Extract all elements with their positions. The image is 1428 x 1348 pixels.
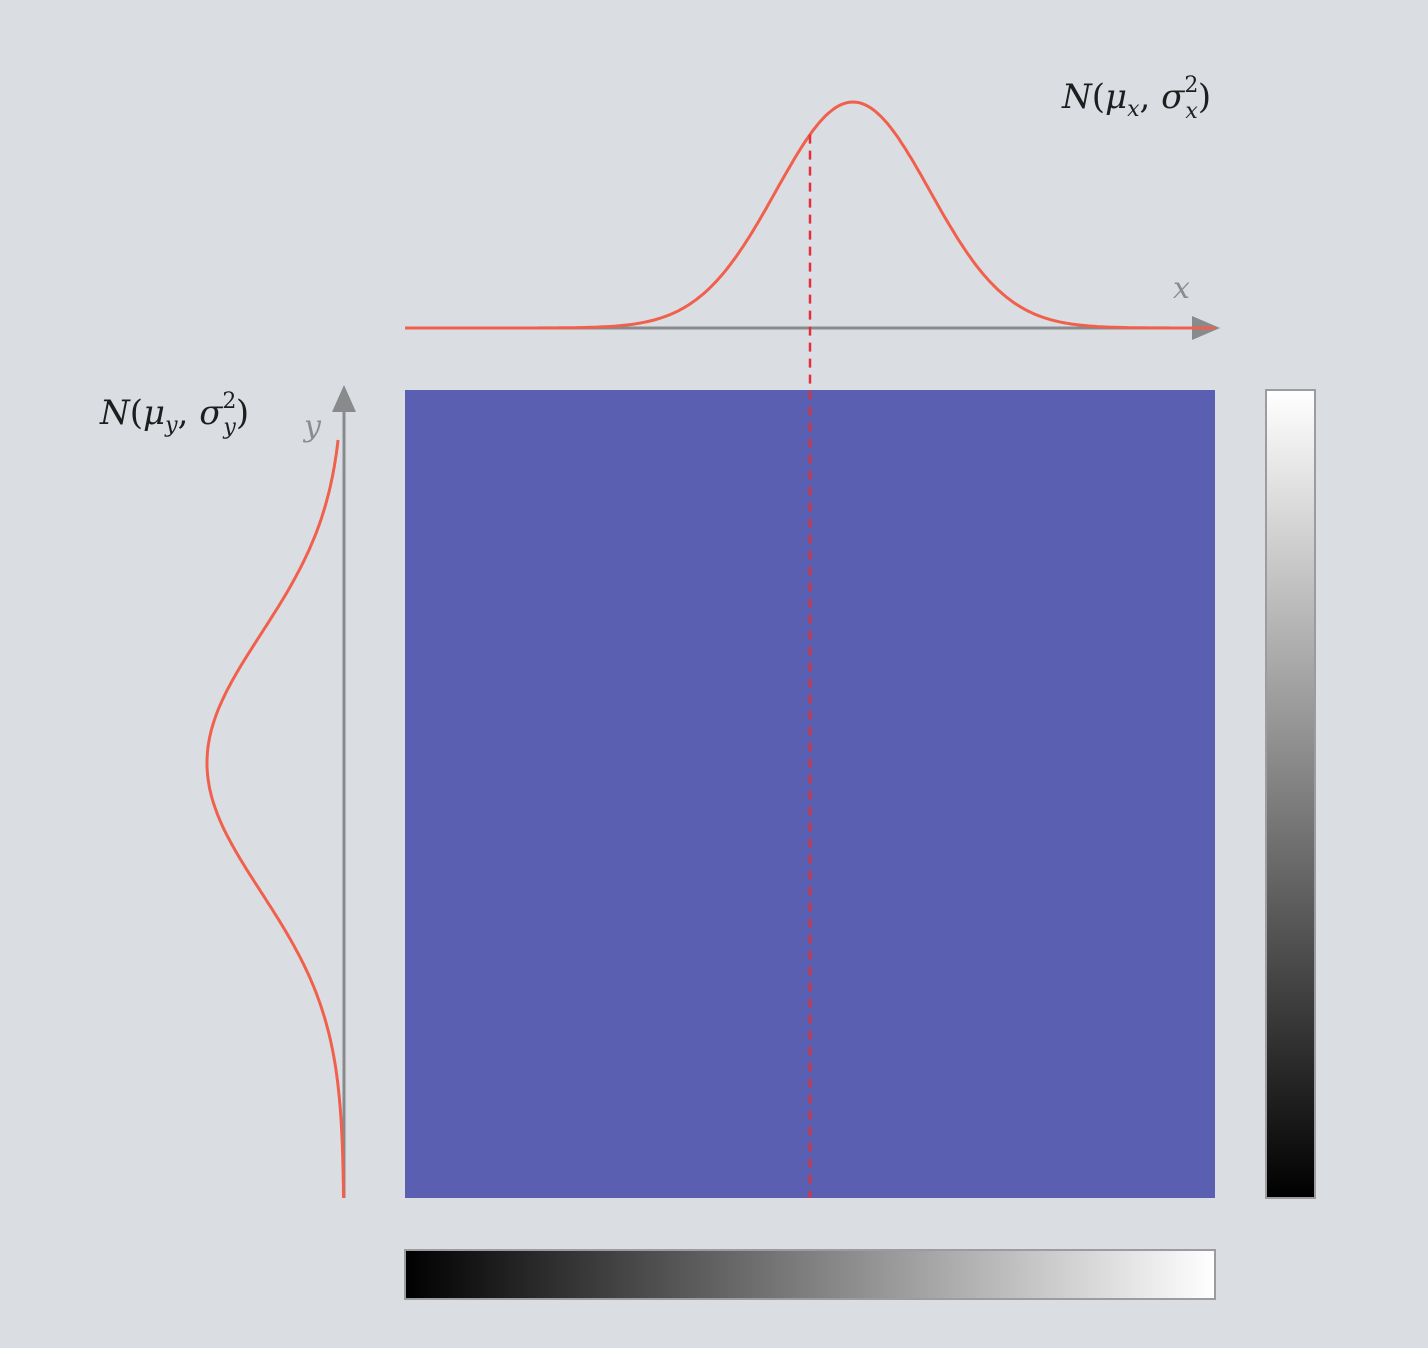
y-dist-close-paren: ): [236, 393, 249, 433]
y-dist-sigma-sub: y: [222, 415, 236, 440]
x-dist-open-paren: (: [1092, 77, 1105, 117]
y-dist-name: N: [99, 393, 131, 433]
x-dist-sigma: σ: [1161, 77, 1185, 117]
y-gaussian-curve: [205, 439, 345, 1198]
x-dist-name: N: [1061, 77, 1093, 117]
x-dist-close-paren: ): [1198, 77, 1211, 117]
x-dist-comma: ,: [1140, 77, 1162, 117]
x-dist-mu: μ: [1105, 77, 1127, 117]
y-dist-mu: μ: [143, 393, 165, 433]
y-dist-sigma: σ: [199, 393, 223, 433]
y-dist-sigma-sup: 2: [222, 389, 236, 414]
y-dist-mu-sub: y: [164, 413, 178, 438]
x-axis-label: x: [1173, 271, 1190, 306]
y-dist-comma: ,: [178, 393, 200, 433]
horizontal-gradient-bar: [404, 1249, 1216, 1300]
y-axis-arrowhead: [332, 385, 356, 412]
vertical-gradient-bar: [1265, 389, 1316, 1199]
y-axis-label: y: [302, 409, 322, 444]
x-dist-sigma-sub: x: [1185, 99, 1198, 124]
x-dist-sigma-sup: 2: [1184, 73, 1198, 98]
y-dist-open-paren: (: [130, 393, 143, 433]
x-dist-mu-sub: x: [1127, 97, 1140, 122]
